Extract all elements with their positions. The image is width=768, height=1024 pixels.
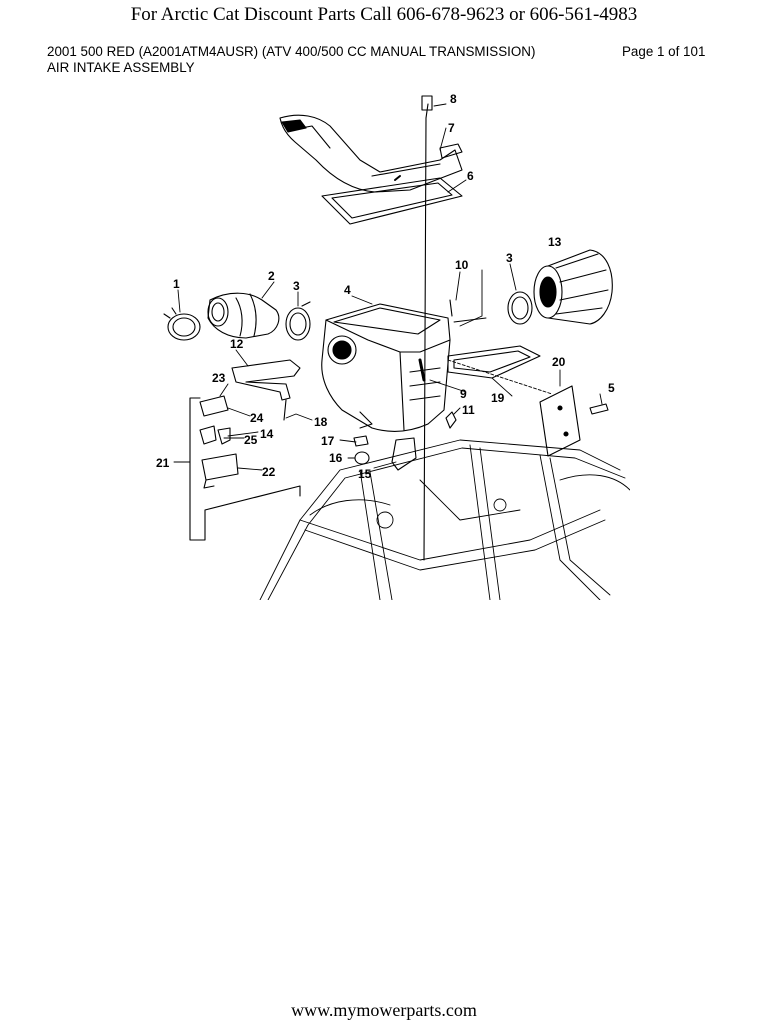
callout-5: 5: [608, 381, 615, 395]
callout-14: 14: [260, 427, 274, 441]
callout-22: 22: [262, 465, 276, 479]
page-number: Page 1 of 101: [622, 44, 706, 59]
callout-12: 12: [230, 337, 244, 351]
callout-3-right: 3: [506, 251, 513, 265]
air-filter-13: [533, 249, 613, 325]
frame-outline: [259, 439, 630, 600]
callout-25: 25: [244, 433, 258, 447]
clamp-3-left: [285, 301, 311, 341]
callout-10: 10: [455, 258, 469, 272]
gasket-19: [447, 345, 541, 379]
page-header: 2001 500 RED (A2001ATM4AUSR) (ATV 400/50…: [47, 44, 647, 76]
callout-9: 9: [460, 387, 467, 401]
breather-fitting-parts: [199, 395, 239, 489]
callout-6: 6: [467, 169, 474, 183]
callout-2: 2: [268, 269, 275, 283]
callout-11: 11: [462, 403, 475, 417]
bolt-10: [449, 299, 453, 317]
breather-rod: [423, 103, 429, 561]
callout-15: 15: [358, 467, 372, 481]
callout-23: 23: [212, 371, 226, 385]
model-line: 2001 500 RED (A2001ATM4AUSR) (ATV 400/50…: [47, 44, 536, 59]
callout-7: 7: [448, 121, 455, 135]
callout-19: 19: [491, 391, 505, 405]
bracket-21-outline: [189, 397, 301, 541]
callout-3-left: 3: [293, 279, 300, 293]
intake-snorkel: [279, 114, 463, 193]
cover-plate-20: [539, 385, 581, 457]
callout-13: 13: [548, 235, 562, 249]
callout-21: 21: [156, 456, 170, 470]
screw-5: [589, 403, 609, 415]
clamp-3-right: [507, 291, 533, 325]
leader-lines: [173, 103, 603, 471]
bolt-11: [445, 411, 457, 429]
clamp-1: [163, 307, 201, 341]
gasket-6: [321, 177, 463, 225]
callout-16: 16: [329, 451, 343, 465]
callout-24: 24: [250, 411, 264, 425]
breather-tube-12: [231, 359, 301, 421]
air-intake-exploded-diagram: 1 2 3 3 4 5 6 7 8 9 10 11 12 13 14 15 16…: [156, 92, 630, 600]
website-footer: www.mymowerparts.com: [291, 1000, 477, 1020]
dealer-banner: For Arctic Cat Discount Parts Call 606-6…: [130, 4, 638, 25]
callout-1: 1: [173, 277, 180, 291]
intake-boot-2: [207, 292, 280, 339]
callout-4: 4: [344, 283, 351, 297]
callout-20: 20: [552, 355, 566, 369]
callout-17: 17: [321, 434, 335, 448]
airbox-4: [321, 303, 451, 433]
section-title: AIR INTAKE ASSEMBLY: [47, 60, 195, 75]
callout-18: 18: [314, 415, 328, 429]
callout-8: 8: [450, 92, 457, 106]
